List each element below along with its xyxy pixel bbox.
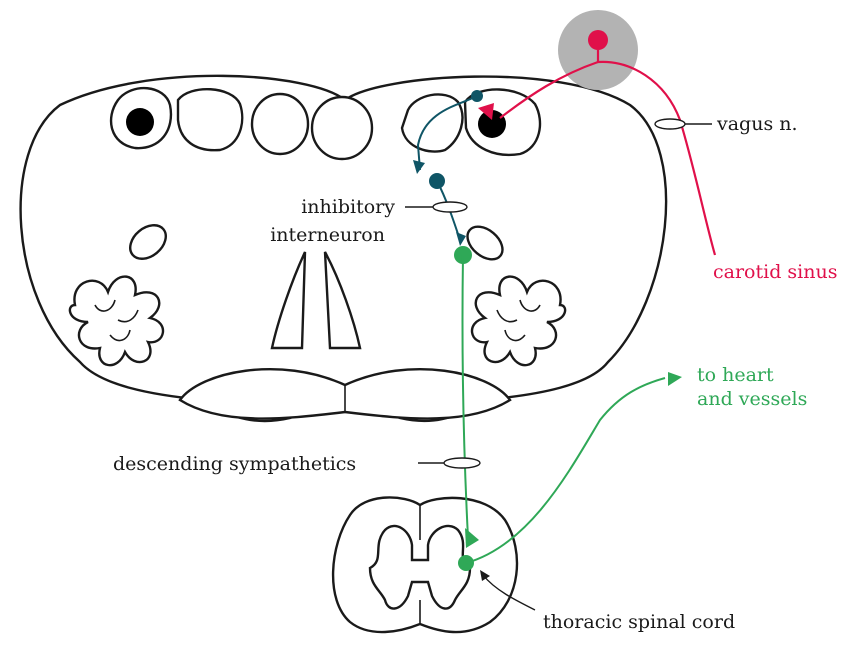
descending-sympathetics-label: descending sympathetics [113,453,356,475]
inhibitory-interneuron-label-line2: interneuron [270,224,385,246]
spinal-cord-section [333,497,517,632]
medulla-cross-section [21,76,666,421]
to-heart-label-line1: to heart [697,364,774,386]
inhibitory-interneuron-label-line1: inhibitory [301,196,395,218]
vagus-nerve-label: vagus n. [716,113,798,135]
baroreceptor-neuron [588,30,608,50]
to-heart-label-line2: and vessels [697,388,807,410]
thoracic-spinal-cord-label: thoracic spinal cord [543,611,735,633]
carotid-sinus-label: carotid sinus [713,261,837,283]
